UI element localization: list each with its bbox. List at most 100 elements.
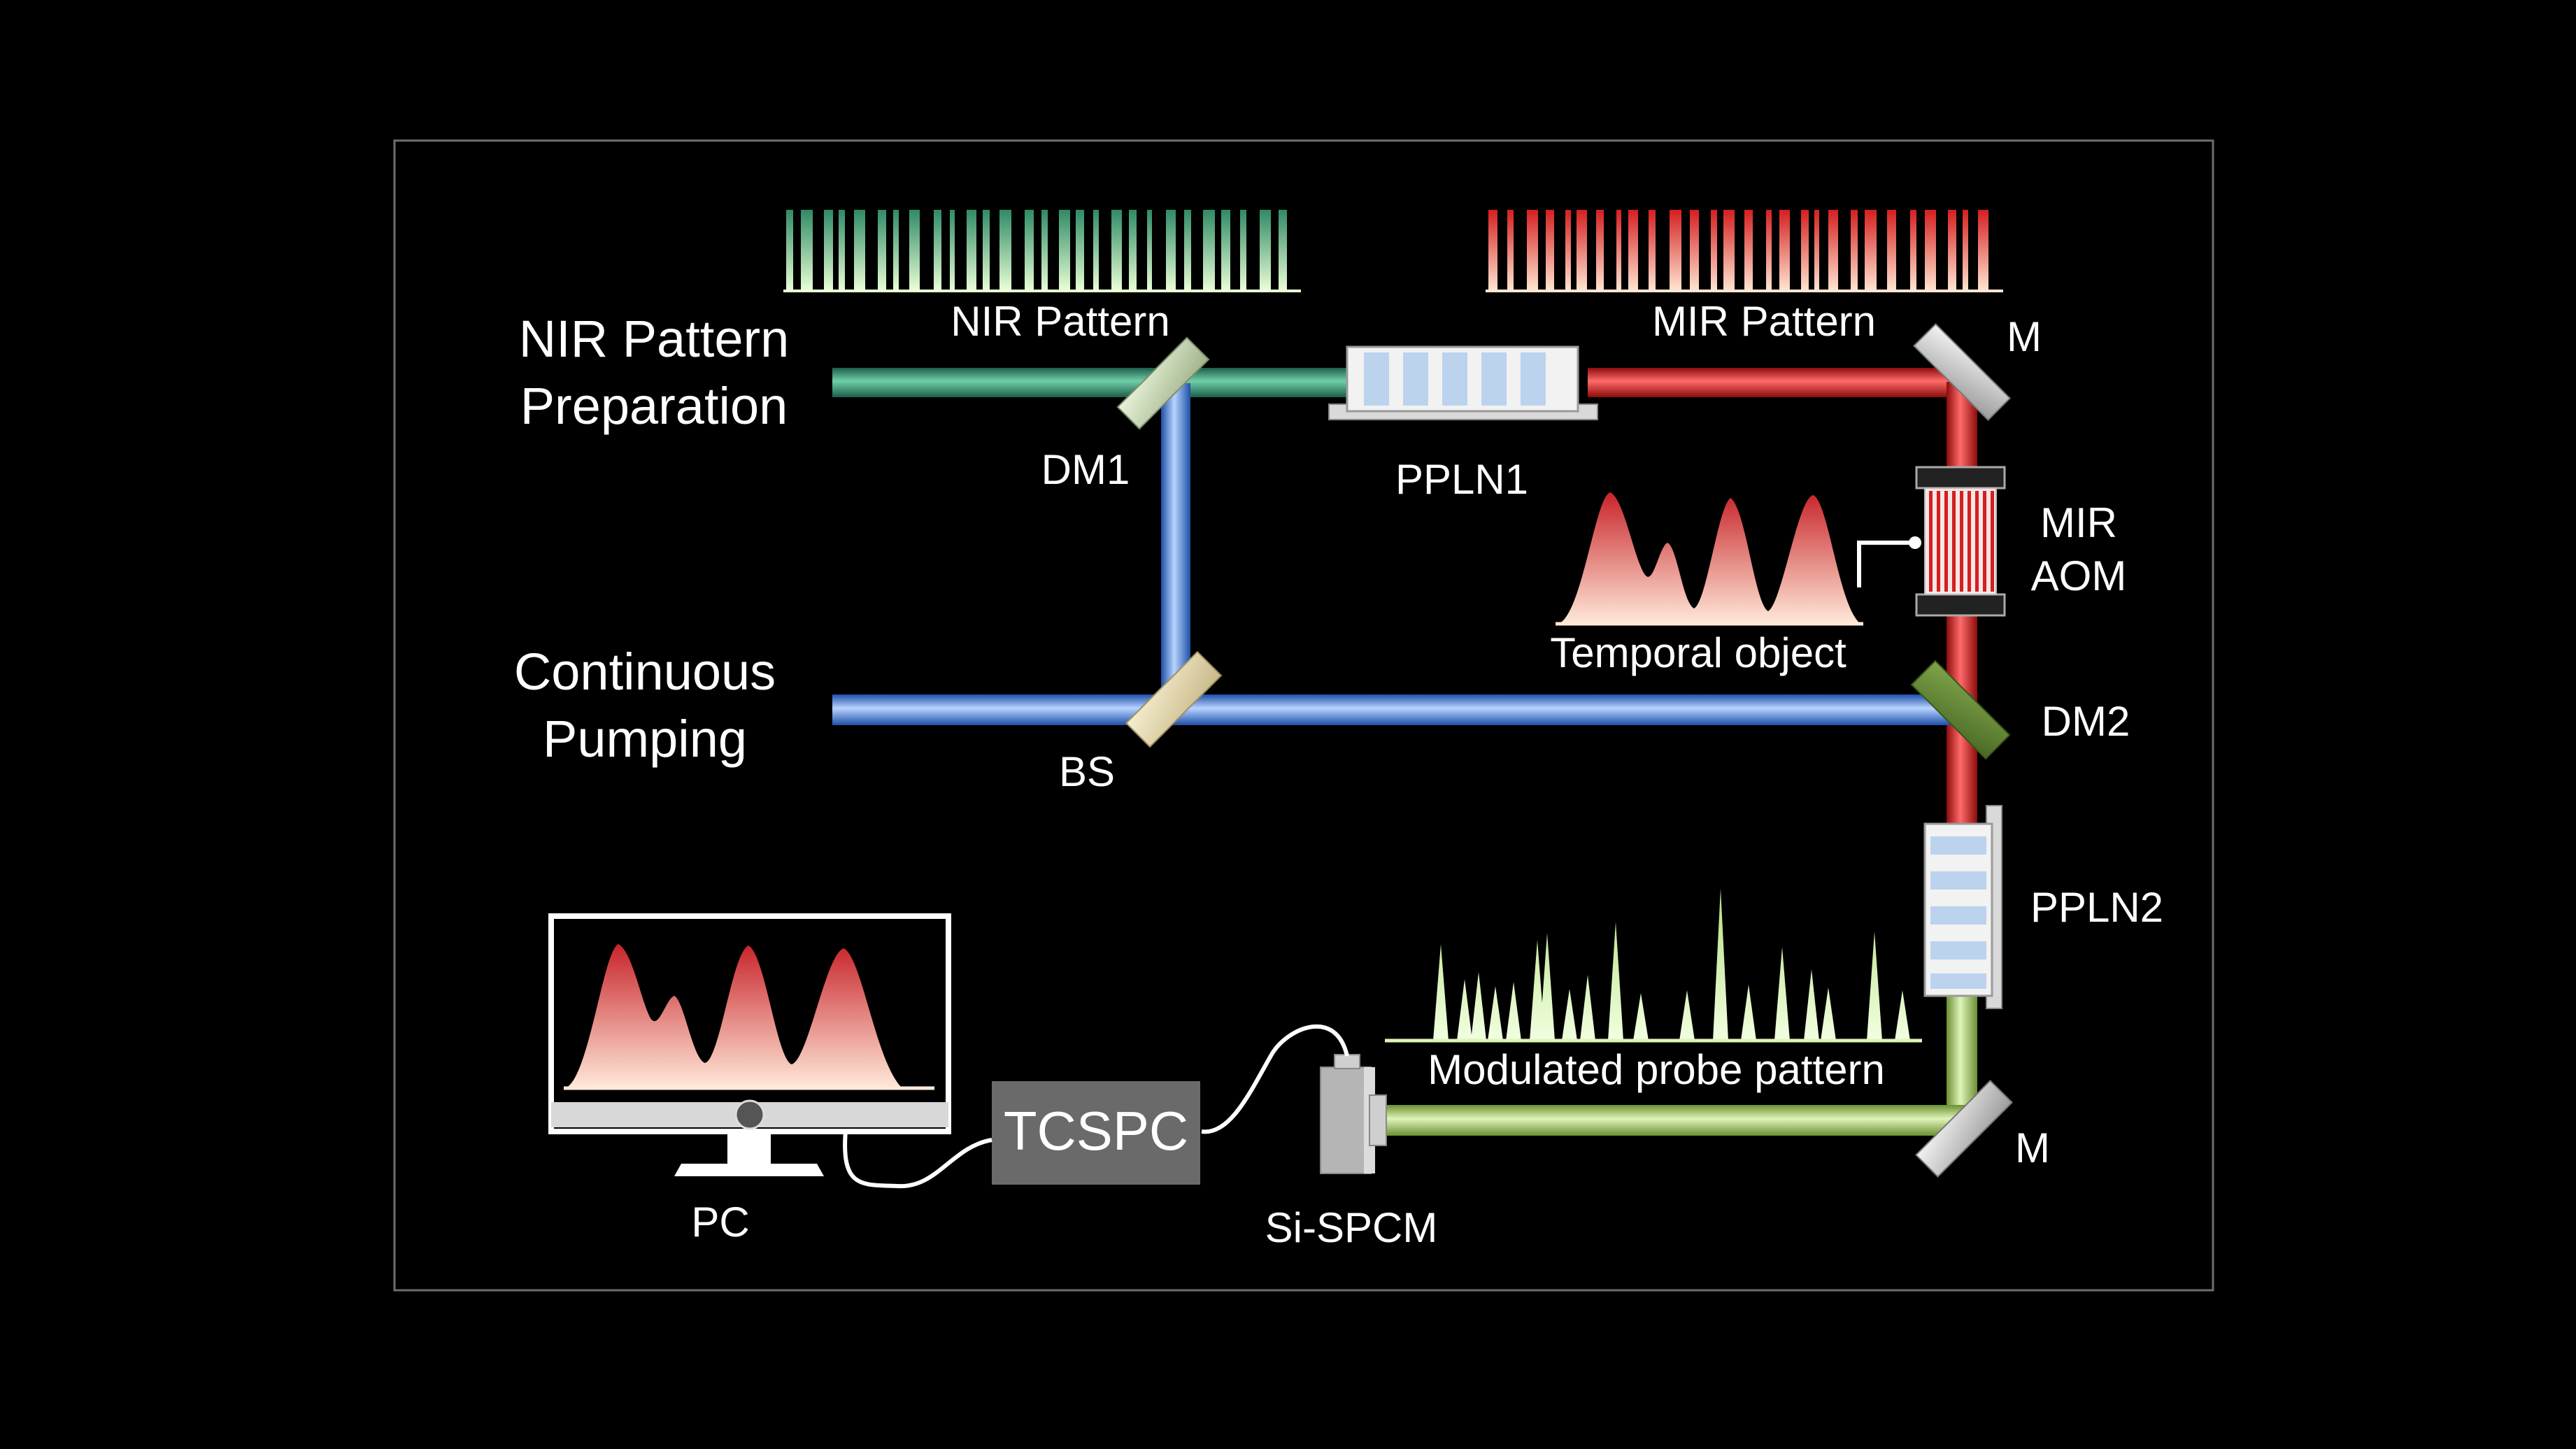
nir-preparation-label-line2: Preparation (520, 377, 788, 435)
pattern-bar (878, 210, 886, 291)
pattern-bar (1948, 210, 1956, 291)
aom-stripe (1952, 491, 1956, 592)
pattern-bar (1546, 210, 1554, 291)
pattern-bar (1166, 210, 1176, 291)
pattern-bar (786, 210, 793, 291)
pattern-bar (1723, 210, 1735, 291)
pattern-bar (1828, 210, 1838, 291)
pc-power-button (734, 1099, 765, 1130)
probe-beam-horizontal (1383, 1105, 1974, 1136)
pattern-bar (1129, 210, 1137, 291)
mir-aom (1915, 466, 2006, 617)
temporal-object-peaks (1558, 492, 1860, 624)
pattern-bar (1851, 210, 1858, 291)
pattern-bar (1711, 210, 1717, 291)
pattern-bar (854, 210, 865, 291)
aom-stripe (1960, 491, 1963, 592)
pattern-bar (1221, 210, 1230, 291)
modulated-probe-label: Modulated probe pattern (1428, 1046, 1885, 1093)
pattern-bar (1240, 210, 1246, 291)
pattern-bar (824, 210, 833, 291)
pattern-bar (1279, 210, 1287, 291)
pattern-bar (934, 210, 941, 291)
pump-beam-horizontal (832, 694, 1972, 725)
pattern-bar (1865, 210, 1877, 291)
pattern-bar (801, 210, 813, 291)
nir-preparation-label-line1: NIR Pattern (519, 310, 790, 368)
pattern-bar (1814, 210, 1819, 291)
pattern-bar (1744, 210, 1753, 291)
pattern-bar (1093, 210, 1099, 291)
mir-aom-label-line2: AOM (2031, 552, 2127, 599)
mir-pattern-label: MIR Pattern (1652, 298, 1876, 345)
pattern-bar (1766, 210, 1772, 291)
pattern-bar (1910, 210, 1916, 291)
ppln1-crystal (1328, 345, 1598, 420)
pattern-bar (1690, 210, 1699, 291)
dm2-label: DM2 (2042, 698, 2130, 745)
pattern-bar (1887, 210, 1896, 291)
pc-monitor (548, 913, 951, 1176)
pattern-bar (1616, 210, 1621, 291)
pattern-bar (893, 210, 899, 291)
pc-screen-peaks (565, 944, 902, 1088)
ppln2-crystal (1923, 805, 2002, 1009)
si-spcm-label: Si-SPCM (1265, 1204, 1438, 1251)
pattern-bar (967, 210, 976, 291)
aom-drive-connector (1857, 541, 1915, 587)
temporal-object-label: Temporal object (1550, 629, 1846, 676)
cable-tcspc-pc (843, 1122, 992, 1189)
pc-label: PC (691, 1199, 749, 1245)
dm1-mirror (1116, 336, 1210, 430)
continuous-pumping-label-line1: Continuous (514, 643, 776, 701)
modulated-probe-peaks (1388, 888, 1919, 1041)
mir-pattern-bars (1488, 210, 1988, 291)
pattern-bar (1978, 210, 1988, 291)
ppln2-label: PPLN2 (2030, 884, 2163, 931)
pattern-bar (1488, 210, 1497, 291)
pattern-bar (1628, 210, 1638, 291)
nir-beam (832, 368, 1350, 397)
ppln1-label: PPLN1 (1395, 456, 1528, 503)
aom-stripe (1937, 491, 1940, 592)
pattern-bar (1925, 210, 1936, 291)
pattern-bar (1111, 210, 1122, 291)
mir-aom-label-line1: MIR (2040, 499, 2117, 546)
aom-drive-node (1909, 536, 1921, 549)
mirror-top-right (1912, 322, 2012, 422)
pattern-bar (950, 210, 955, 291)
si-spcm-detector (1320, 1054, 1387, 1174)
dm2-mirror (1910, 659, 2011, 760)
nir-pattern-bars (786, 210, 1287, 291)
mir-beam-top (1588, 368, 1963, 397)
bs-label: BS (1059, 748, 1115, 795)
pattern-bar (1147, 210, 1152, 291)
pattern-bar (1649, 210, 1656, 291)
tcspc-box (992, 1081, 1200, 1185)
pattern-bar (839, 210, 845, 291)
nir-pattern-label: NIR Pattern (951, 298, 1169, 345)
pattern-bar (1184, 210, 1191, 291)
mirror-bottom-right (1914, 1079, 2014, 1178)
aom-stripe (1967, 491, 1971, 592)
pattern-bar (1507, 210, 1514, 291)
cable-spcm-tcspc (1201, 1024, 1349, 1134)
tcspc-label: TCSPC (1004, 1100, 1188, 1162)
mirror-bottom-label: M (2015, 1125, 2050, 1171)
pattern-bar (1577, 210, 1587, 291)
aom-stripe (1975, 491, 1979, 592)
pattern-bar (1801, 210, 1809, 291)
pattern-bar (1565, 210, 1571, 291)
pattern-bar (1041, 210, 1048, 291)
pattern-bar (1527, 210, 1538, 291)
continuous-pumping-label-line2: Pumping (543, 710, 747, 768)
figure-frame (393, 139, 2214, 1292)
pump-beam-vertical (1161, 383, 1190, 712)
pattern-bar (1025, 210, 1034, 291)
aom-stripe (1983, 491, 1986, 592)
aom-stripe (1944, 491, 1948, 592)
pattern-bar (1596, 210, 1604, 291)
mirror-top-label: M (2007, 313, 2042, 360)
pattern-bar (1076, 210, 1084, 291)
pattern-bar (1203, 210, 1215, 291)
